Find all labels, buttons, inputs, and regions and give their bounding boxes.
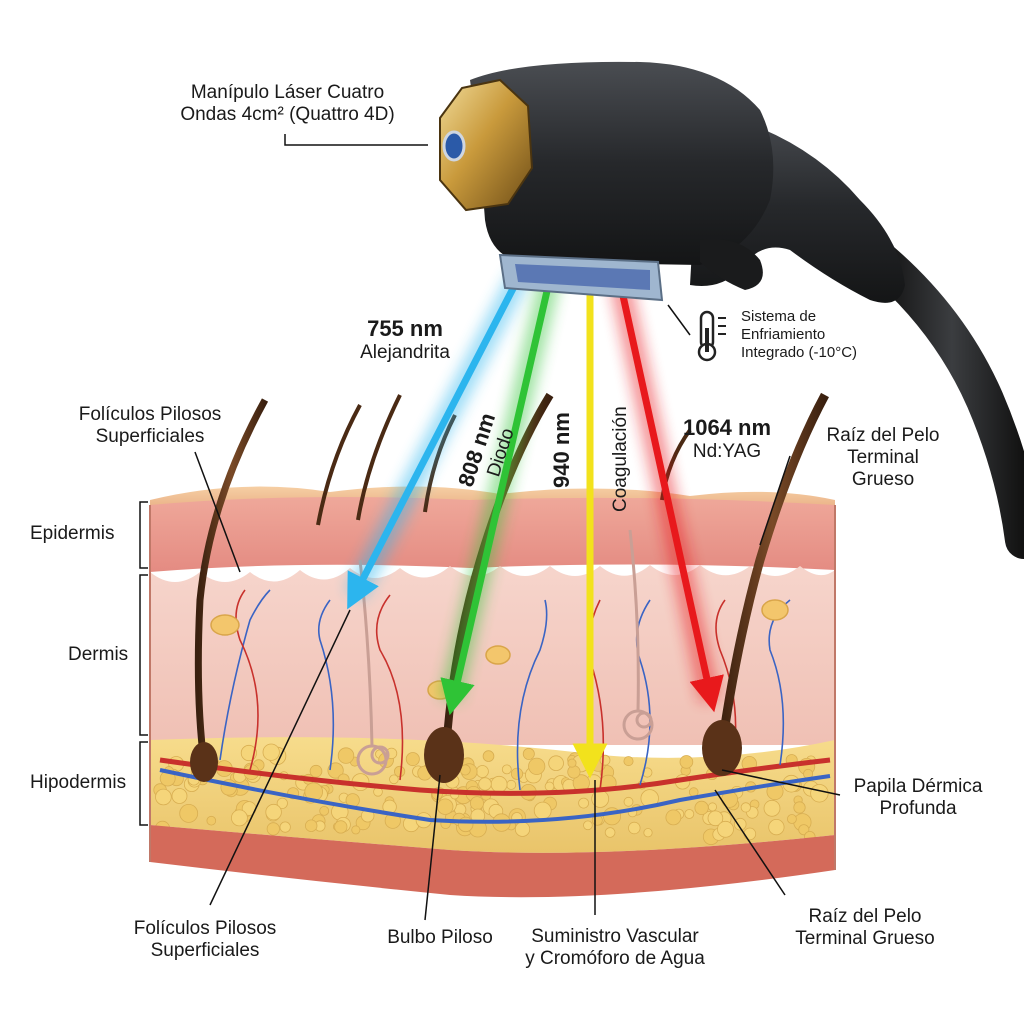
beam-1064-name: Nd:YAG	[692, 441, 762, 462]
beam-940-wavelength: 940 nm	[549, 412, 574, 488]
handpiece-label: Manípulo Láser Cuatro Ondas 4cm² (Quattr…	[165, 82, 410, 126]
vein	[159, 768, 831, 824]
layer-dermis-label: Dermis	[68, 644, 129, 665]
bottom-raiz-line1: Raíz del Pelo	[808, 906, 922, 927]
thermometer-icon	[697, 310, 726, 362]
top-raiz-line1: Raíz del Pelo	[826, 425, 940, 446]
bottom-foliculos-label: Folículos Pilosos Superficiales	[105, 918, 305, 962]
bottom-bulbo-label: Bulbo Piloso	[387, 927, 493, 948]
top-raiz-line2: Terminal	[847, 447, 919, 468]
handpiece-label-line1: Manípulo Láser Cuatro	[190, 82, 385, 103]
cooling-label: Sistema de Enfriamiento Integrado (-10°C…	[741, 308, 857, 362]
papila-line1: Papila Dérmica	[853, 776, 983, 797]
laser-handpiece	[439, 61, 905, 303]
handpiece-label-line2: Ondas 4cm² (Quattro 4D)	[180, 104, 395, 125]
leader-lines	[194, 134, 841, 921]
cooling-label-line2: Enfriamiento	[741, 326, 826, 343]
top-foliculos-line2: Superficiales	[95, 426, 205, 447]
bottom-foliculos-line1: Folículos Pilosos	[133, 918, 277, 939]
skin-block	[149, 486, 836, 898]
lens-icon	[442, 130, 466, 162]
laser-beams	[345, 269, 724, 779]
beam-1064-wavelength: 1064 nm	[682, 415, 772, 440]
top-foliculos-label: Folículos Pilosos Superficiales	[55, 404, 245, 448]
layer-epidermis-label: Epidermis	[30, 523, 115, 544]
beam-755-name: Alejandrita	[360, 342, 450, 363]
papila-line2: Profunda	[879, 798, 957, 819]
layer-brackets	[139, 501, 148, 826]
bottom-vascular-line2: y Cromóforo de Agua	[525, 948, 705, 969]
fat-lobules	[153, 743, 829, 846]
handpiece-cable	[861, 241, 1024, 559]
bottom-raiz-label: Raíz del Pelo Terminal Grueso	[775, 906, 955, 950]
layer-hipodermis-label: Hipodermis	[30, 772, 127, 793]
beam-940-name: Coagulación	[610, 406, 631, 512]
top-raiz-label: Raíz del Pelo Terminal Grueso	[808, 425, 958, 491]
fascia-layer	[150, 825, 835, 898]
beam-755-label: 755 nm Alejandrita	[345, 316, 465, 364]
beam-1064	[616, 281, 724, 713]
bottom-vascular-label: Suministro Vascular y Cromóforo de Agua	[500, 926, 730, 970]
capillaries-blue	[219, 589, 791, 791]
beam-755	[347, 273, 524, 610]
beam-1064-label: 1064 nm Nd:YAG	[672, 415, 782, 463]
papila-label: Papila Dérmica Profunda	[838, 776, 998, 820]
cooling-label-line3: Integrado (-10°C)	[741, 344, 858, 361]
top-foliculos-line1: Folículos Pilosos	[78, 404, 222, 425]
gold-nozzle	[440, 80, 532, 210]
bottom-raiz-line2: Terminal Grueso	[795, 928, 935, 949]
top-raiz-line3: Grueso	[851, 469, 915, 490]
cooling-label-line1: Sistema de	[741, 308, 817, 325]
beam-755-wavelength: 755 nm	[367, 316, 443, 341]
artery	[159, 757, 831, 796]
beam-808	[440, 277, 554, 716]
bottom-vascular-line1: Suministro Vascular	[531, 926, 699, 947]
bottom-foliculos-line2: Superficiales	[150, 940, 260, 961]
